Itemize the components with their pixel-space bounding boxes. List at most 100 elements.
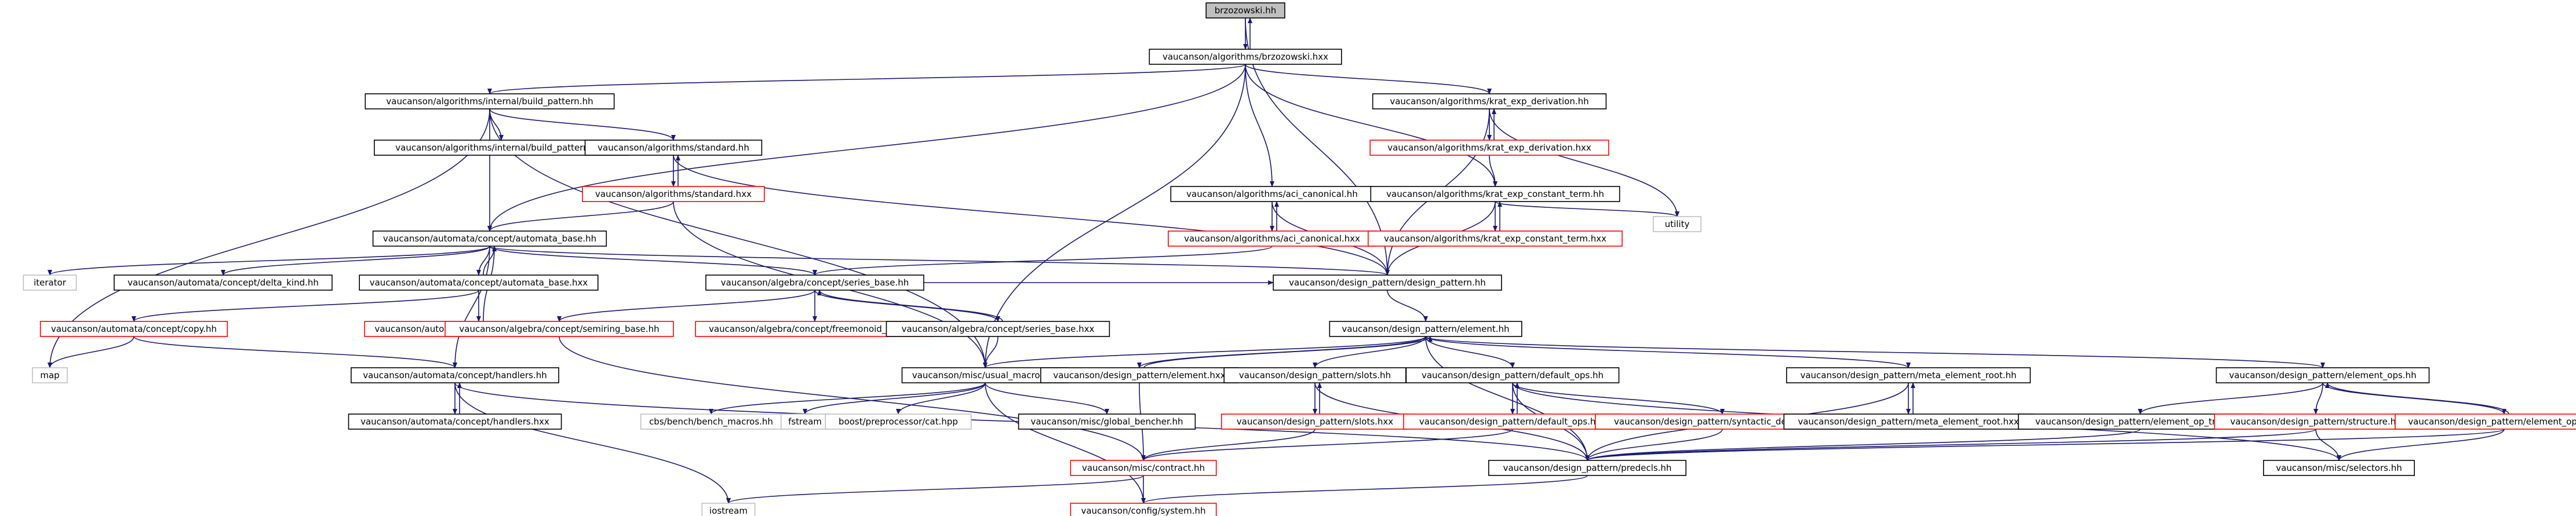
node-label: boost/preprocessor/cat.hpp <box>839 416 958 427</box>
node-box <box>39 321 228 337</box>
graph-node[interactable]: vaucanson/algorithms/krat_exp_constant_t… <box>1368 230 1623 247</box>
graph-node: boost/preprocessor/cat.hpp <box>825 413 972 430</box>
node-label: vaucanson/automata/concept/automata_base… <box>383 233 596 244</box>
include-edge <box>1143 336 1433 368</box>
graph-node: iostream <box>701 503 756 516</box>
include-edge <box>2337 429 2505 461</box>
node-box <box>1370 186 1620 202</box>
include-edge <box>1141 429 1513 461</box>
node-label: vaucanson/misc/contract.hh <box>1082 463 1205 473</box>
graph-node[interactable]: vaucanson/misc/global_bencher.hh <box>1018 413 1196 430</box>
include-edge <box>2313 382 2323 415</box>
graph-node[interactable]: vaucanson/misc/selectors.hh <box>2263 460 2415 476</box>
graph-node[interactable]: vaucanson/design_pattern/design_pattern.… <box>1273 275 1502 291</box>
node-label: vaucanson/automata/concept/copy.hh <box>51 324 217 334</box>
graph-node[interactable]: vaucanson/algebra/concept/semiring_base.… <box>444 321 674 337</box>
node-label: brzozowski.hh <box>1215 5 1277 16</box>
node-box <box>582 186 765 202</box>
graph-node[interactable]: vaucanson/automata/concept/automata_base… <box>372 230 607 247</box>
node-label: vaucanson/algorithms/aci_canonical.hxx <box>1184 233 1360 244</box>
include-edge <box>1495 201 1679 217</box>
include-edge <box>709 382 986 415</box>
node-label: vaucanson/automata/concept/automata_base… <box>370 277 588 288</box>
node-box <box>1786 367 2031 383</box>
graph-node[interactable]: vaucanson/automata/concept/handlers.hh <box>351 367 559 383</box>
graph-node[interactable]: vaucanson/automata/concept/automata_base… <box>359 275 599 291</box>
graph-node[interactable]: vaucanson/design_pattern/meta_element_ro… <box>1786 367 2031 383</box>
graph-node[interactable]: vaucanson/design_pattern/predecls.hh <box>1488 460 1687 476</box>
graph-node: map <box>32 367 68 383</box>
graph-node[interactable]: vaucanson/design_pattern/slots.hxx <box>1220 413 1409 430</box>
node-label: vaucanson/algorithms/internal/build_patt… <box>386 96 593 107</box>
node-box <box>1329 321 1522 337</box>
include-edge <box>454 382 731 504</box>
graph-node[interactable]: vaucanson/design_pattern/meta_element_ro… <box>1783 413 2034 430</box>
node-label: vaucanson/design_pattern/slots.hh <box>1239 370 1391 381</box>
include-edge <box>133 336 457 368</box>
graph-node[interactable]: vaucanson/algorithms/krat_exp_constant_t… <box>1370 186 1620 202</box>
node-box <box>781 413 829 430</box>
include-edge <box>983 64 1246 368</box>
graph-node[interactable]: vaucanson/algorithms/brzozowski.hxx <box>1149 49 1342 65</box>
include-edge <box>1141 429 1316 461</box>
node-box <box>705 275 924 291</box>
graph-node[interactable]: brzozowski.hh <box>1205 2 1285 19</box>
include-edge <box>48 246 490 276</box>
graph-node[interactable]: vaucanson/design_pattern/element.hh <box>1329 321 1522 337</box>
graph-node[interactable]: vaucanson/algorithms/internal/build_patt… <box>365 93 615 109</box>
graph-node: utility <box>1653 216 1701 232</box>
include-edge <box>221 246 490 276</box>
graph-node[interactable]: vaucanson/automata/concept/handlers.hxx <box>348 413 562 430</box>
graph-node[interactable]: vaucanson/algebra/concept/series_base.hh <box>705 275 924 291</box>
node-label: vaucanson/design_pattern/meta_element_ro… <box>1798 416 2018 427</box>
graph-node[interactable]: vaucanson/design_pattern/default_ops.hh <box>1405 367 1620 383</box>
nodes-layer: brzozowski.hh vaucanson/algorithms/brzozo… <box>23 2 2576 516</box>
node-box <box>1220 413 1409 430</box>
graph-node[interactable]: vaucanson/design_pattern/slots.hh <box>1223 367 1407 383</box>
graph-node[interactable]: vaucanson/design_pattern/element_ops.hh <box>2216 367 2430 383</box>
graph-node[interactable]: vaucanson/algorithms/aci_canonical.hxx <box>1168 230 1376 247</box>
graph-node[interactable]: vaucanson/config/system.hh <box>1070 503 1217 516</box>
graph-node[interactable]: vaucanson/design_pattern/default_ops.hxx <box>1403 413 1622 430</box>
node-box <box>359 275 599 291</box>
graph-node[interactable]: vaucanson/algorithms/krat_exp_derivation… <box>1369 140 1609 156</box>
graph-node[interactable]: vaucanson/automata/concept/delta_kind.hh <box>114 275 333 291</box>
include-edge <box>812 246 1273 276</box>
node-box <box>444 321 674 337</box>
node-box <box>32 367 68 383</box>
node-label: vaucanson/algorithms/krat_exp_constant_t… <box>1384 233 1606 244</box>
graph-node[interactable]: vaucanson/algebra/concept/series_base.hx… <box>886 321 1110 337</box>
node-label: vaucanson/algorithms/aci_canonical.hh <box>1186 189 1358 200</box>
graph-node[interactable]: vaucanson/design_pattern/structure.hh <box>2214 413 2418 430</box>
node-label: vaucanson/design_pattern/element_ops.hh <box>2229 370 2416 381</box>
node-box <box>365 93 615 109</box>
node-label: vaucanson/automata/concept/handlers.hxx <box>360 416 549 427</box>
graph-node[interactable]: vaucanson/design_pattern/element.hxx <box>1040 367 1239 383</box>
include-edge <box>2138 382 2323 415</box>
graph-node[interactable]: vaucanson/misc/contract.hh <box>1070 460 1217 476</box>
include-edge <box>983 336 1426 368</box>
include-edge <box>1425 336 2325 368</box>
graph-node[interactable]: vaucanson/design_pattern/element_ops.hxx <box>2395 413 2576 430</box>
graph-node[interactable]: vaucanson/algorithms/standard.hxx <box>582 186 765 202</box>
node-label: vaucanson/design_pattern/element_op_trai… <box>2035 416 2245 427</box>
graph-node[interactable]: vaucanson/algorithms/standard.hh <box>584 140 763 156</box>
include-edge <box>985 382 1109 415</box>
node-label: iterator <box>34 277 67 288</box>
node-box <box>1018 413 1196 430</box>
include-edge <box>489 108 988 368</box>
graph-node[interactable]: vaucanson/automata/concept/copy.hh <box>39 321 228 337</box>
node-box <box>584 140 763 156</box>
node-box <box>114 275 333 291</box>
include-edge <box>489 246 1390 276</box>
graph-node: cbs/bench/bench_macros.hh <box>640 413 782 430</box>
node-label: iostream <box>709 506 748 516</box>
graph-node[interactable]: vaucanson/algorithms/krat_exp_derivation… <box>1372 93 1607 109</box>
node-box <box>1273 275 1502 291</box>
node-label: vaucanson/algebra/concept/semiring_base.… <box>459 324 659 335</box>
include-edge <box>817 290 1003 322</box>
graph-node[interactable]: vaucanson/algorithms/aci_canonical.hh <box>1170 186 1374 202</box>
include-edge <box>803 382 986 415</box>
include-edge <box>487 64 1246 94</box>
